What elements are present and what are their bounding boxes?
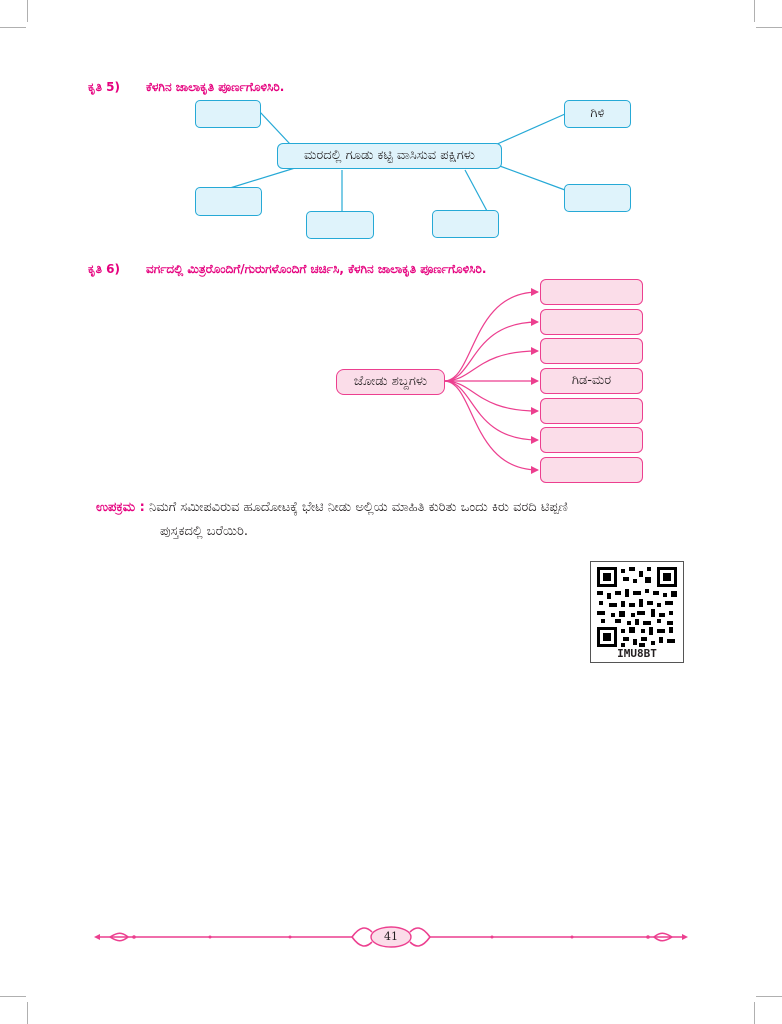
activity5-answer-box[interactable] — [306, 211, 374, 239]
activity5-answer-box[interactable]: ಗಿಳಿ — [564, 100, 631, 128]
footer-ornament — [94, 926, 688, 948]
crop-mark — [27, 0, 28, 22]
project-label: ಉಪಕ್ರಮ : — [96, 500, 145, 515]
activity5-connectors — [229, 111, 566, 212]
crop-mark — [0, 996, 26, 997]
activity5-instruction: ಕೆಳಗಿನ ಜಾಲಾಕೃತಿ ಪೂರ್ಣಗೊಳಿಸಿರಿ. — [146, 80, 285, 94]
activity6-answer-box[interactable] — [540, 398, 643, 424]
activity6-heading: ಕೃತಿ 6) ವರ್ಗದಲ್ಲಿ ಮಿತ್ರರೊಂದಿಗೆ/ಗುರುಗಳೊಂದಿ… — [88, 262, 486, 277]
activity5-answer-box[interactable] — [195, 100, 261, 128]
activity5-number: ಕೃತಿ 5) — [88, 80, 120, 94]
activity5-center-box: ಮರದಲ್ಲಿ ಗೂಡು ಕಟ್ಟಿ ವಾಸಿಸುವ ಪಕ್ಷಿಗಳು — [277, 143, 502, 169]
activity6-center-box: ಜೋಡು ಶಬ್ದಗಳು — [336, 369, 445, 395]
activity6-instruction: ವರ್ಗದಲ್ಲಿ ಮಿತ್ರರೊಂದಿಗೆ/ಗುರುಗಳೊಂದಿಗೆ ಚರ್ಚ… — [146, 262, 487, 276]
project-text-2: ಪುಸ್ತಕದಲ್ಲಿ ಬರೆಯಿರಿ. — [160, 524, 248, 539]
crop-mark — [27, 1002, 28, 1024]
activity6-answer-box[interactable] — [540, 457, 643, 483]
activity5-answer-box[interactable] — [432, 210, 499, 238]
qr-code-icon — [597, 567, 677, 647]
page-number: 41 — [384, 930, 398, 943]
activity6-number: ಕೃತಿ 6) — [88, 262, 120, 276]
activity6-answer-box[interactable] — [540, 338, 643, 364]
activity5-answer-box[interactable] — [564, 184, 631, 212]
activity6-answer-box[interactable]: ಗಿಡ-ಮರ — [540, 368, 643, 394]
activity6-answer-box[interactable] — [540, 279, 643, 305]
activity6-answer-box[interactable] — [540, 309, 643, 335]
project-line-1: ಉಪಕ್ರಮ : ನಿಮಗೆ ಸಮೀಪವಿರುವ ಹೂದೋಟಕ್ಕೆ ಭೇಟಿ … — [96, 500, 568, 515]
crop-mark — [754, 1002, 755, 1024]
crop-mark — [754, 0, 755, 22]
activity5-heading: ಕೃತಿ 5) ಕೆಳಗಿನ ಜಾಲಾಕೃತಿ ಪೂರ್ಣಗೊಳಿಸಿರಿ. — [88, 80, 284, 95]
activity5-answer-box[interactable] — [195, 187, 262, 216]
project-text-1: ನಿಮಗೆ ಸಮೀಪವಿರುವ ಹೂದೋಟಕ್ಕೆ ಭೇಟಿ ನೀಡು ಅಲ್ಲ… — [149, 500, 568, 515]
activity6-answer-box[interactable] — [540, 427, 643, 453]
qr-code-label: IMU8BT — [617, 647, 657, 660]
crop-mark — [756, 27, 782, 28]
qr-code-box[interactable]: IMU8BT — [590, 561, 684, 663]
crop-mark — [756, 996, 782, 997]
activity6-connectors — [443, 288, 539, 474]
crop-mark — [0, 27, 26, 28]
